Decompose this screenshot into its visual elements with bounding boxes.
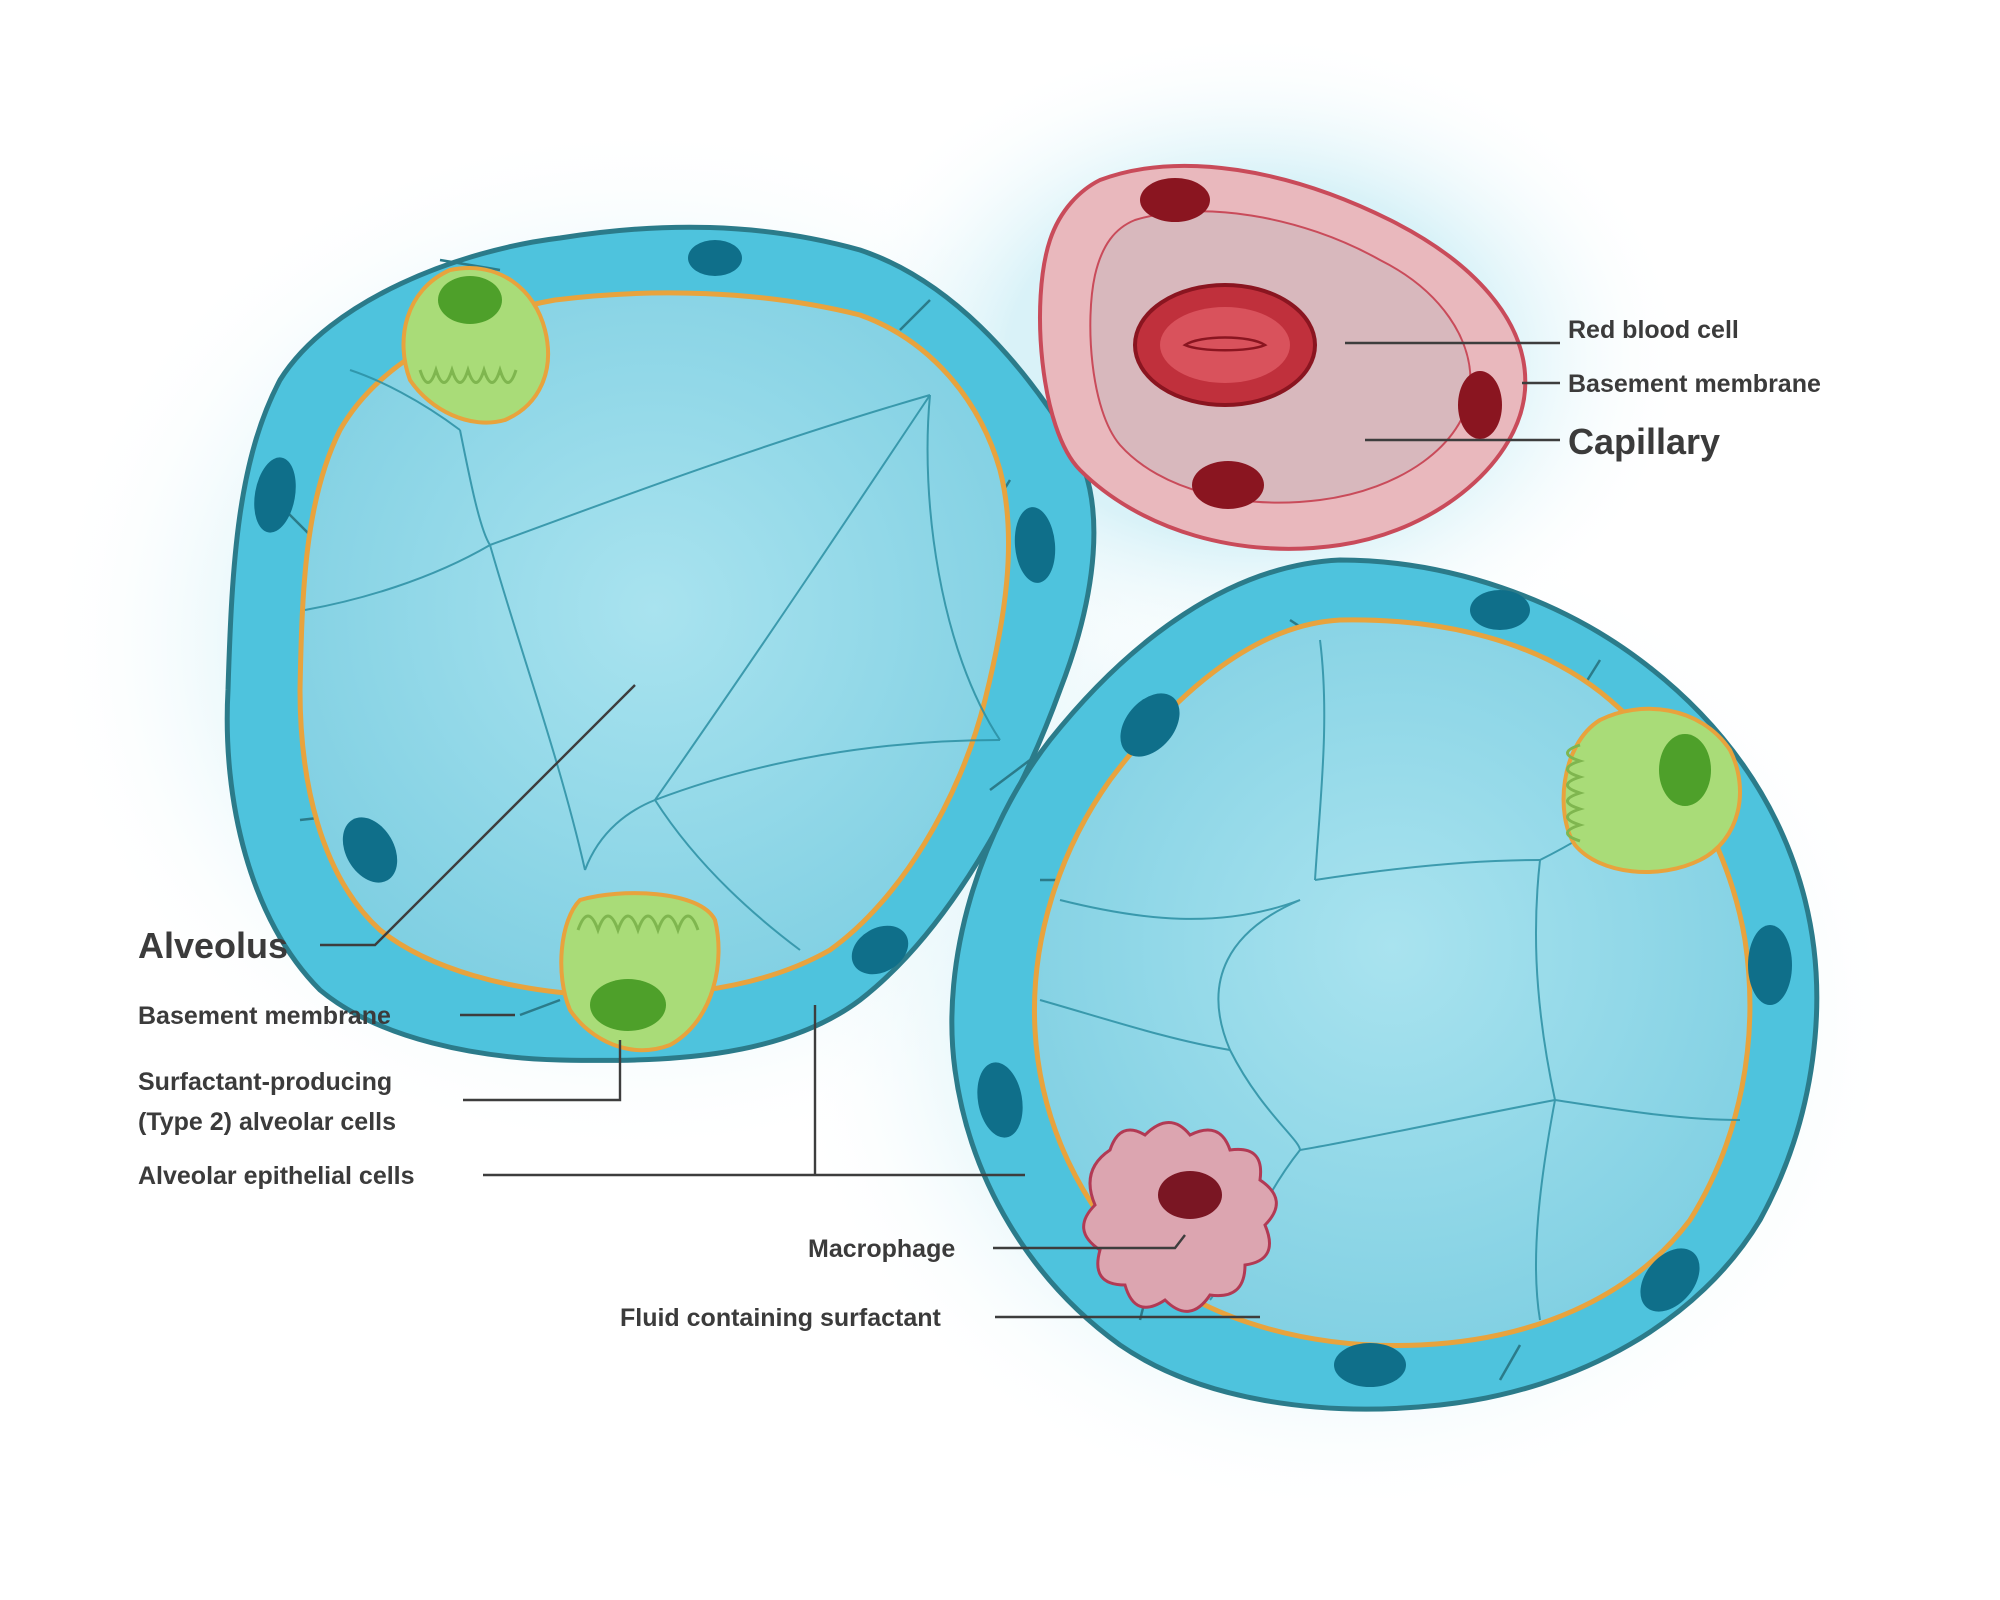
label-type2-line1: Surfactant-producing xyxy=(138,1068,392,1096)
type2-nucleus xyxy=(438,276,502,324)
leader-type2 xyxy=(463,1040,622,1102)
leader-epithelial xyxy=(483,1005,1025,1177)
endothelial-nuclei xyxy=(1140,178,1502,509)
macrophage xyxy=(1082,1121,1278,1313)
alveolus-right xyxy=(949,557,1820,1412)
alveolus-left xyxy=(224,224,1097,1063)
alveolus-right-epithelial-nuclei xyxy=(977,590,1792,1387)
type2-cell-left-top xyxy=(401,266,551,425)
label-fluid: Fluid containing surfactant xyxy=(620,1304,942,1332)
label-capillary: Capillary xyxy=(1568,421,1720,462)
leader-alveolus xyxy=(320,684,636,947)
alveolus-left-epithelial-nuclei xyxy=(254,240,1056,975)
alveolus-right-internal-lines xyxy=(1039,639,1741,1321)
label-type2-line2: (Type 2) alveolar cells xyxy=(138,1108,396,1136)
leader-macrophage xyxy=(993,1234,1186,1250)
alveolus-left-lumen xyxy=(297,290,1012,999)
labels: Alveolus Basement membrane Surfactant-pr… xyxy=(138,316,1821,1332)
macrophage-nucleus xyxy=(1158,1171,1222,1219)
type2-cell-left-bottom xyxy=(559,891,721,1053)
label-epithelial: Alveolar epithelial cells xyxy=(138,1162,415,1190)
label-macrophage: Macrophage xyxy=(808,1235,955,1263)
label-alveolus: Alveolus xyxy=(138,925,288,966)
type2-cell-right xyxy=(1561,706,1742,874)
type2-nucleus xyxy=(590,979,666,1031)
label-basement-membrane-right: Basement membrane xyxy=(1568,370,1821,398)
alveolus-left-internal-lines xyxy=(304,369,1001,951)
leader-lines xyxy=(320,341,1560,1319)
red-blood-cell xyxy=(1133,283,1317,407)
type2-nucleus xyxy=(1659,734,1711,806)
label-red-blood-cell: Red blood cell xyxy=(1568,316,1739,344)
capillary xyxy=(1038,163,1528,551)
label-basement-membrane-left: Basement membrane xyxy=(138,1002,391,1030)
